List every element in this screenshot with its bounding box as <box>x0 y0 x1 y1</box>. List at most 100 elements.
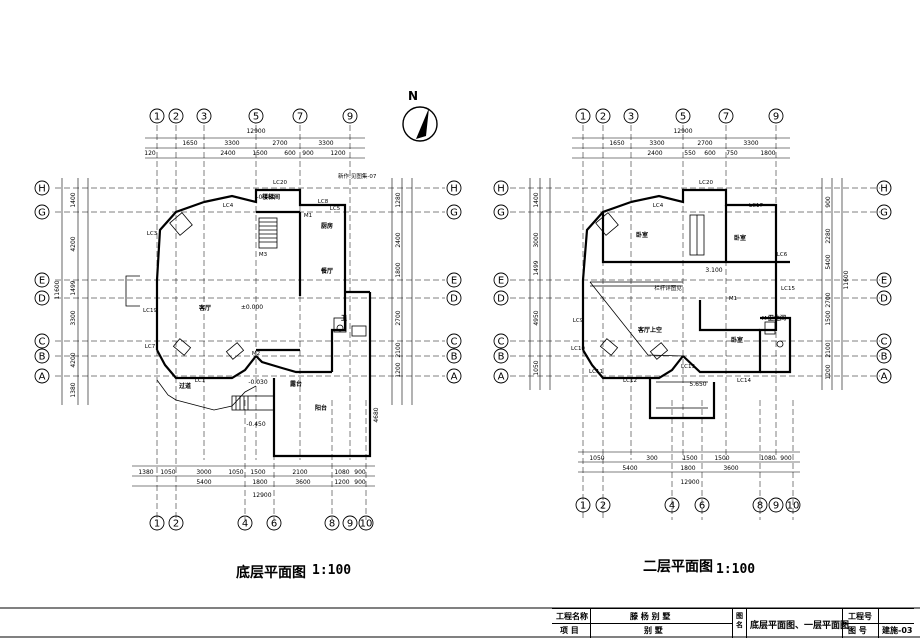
left-dim-top1-3: 3300 <box>318 140 333 147</box>
left-dim-top2-2: 600 <box>284 150 296 157</box>
left-axis-bottom-4-label: 4 <box>242 519 248 530</box>
left-axis-bottom-2-label: 2 <box>173 519 179 530</box>
left-axis-top-3-label: 3 <box>201 112 207 123</box>
right-tag-LC6-3: LC6 <box>777 252 788 258</box>
right-axis-bottom-10: 10 <box>785 497 801 513</box>
drawing-label: 图名 <box>736 612 743 629</box>
left-axis-top-7: 7 <box>292 108 308 124</box>
left-dim-bottom1-6: 1080 <box>334 469 349 476</box>
left-axis-right-D-label: D <box>450 294 458 305</box>
right-tag-LC4-1: LC4 <box>653 203 664 209</box>
left-room-6: 露台 <box>290 380 302 388</box>
left-axis-right-G: G <box>446 204 462 220</box>
right-axis-top-9-label: 9 <box>773 112 779 123</box>
right-dim-left-0: 1400 <box>533 192 540 207</box>
left-axis-left-A-label: A <box>39 372 46 383</box>
right-dim-bottom2-0: 5400 <box>622 465 637 472</box>
right-room-1: 卧室 <box>734 234 746 242</box>
left-axis-top-5: 5 <box>248 108 264 124</box>
right-tag-LC10-5: LC10 <box>571 346 585 352</box>
left-level-0: ±0.000 <box>241 304 263 311</box>
left-tag-M3-9: M3 <box>259 252 268 258</box>
left-axis-left-H: H <box>34 180 50 196</box>
right-axis-right-G-label: G <box>880 208 888 219</box>
left-dim-top2-3: 900 <box>302 150 314 157</box>
right-note: 栏杆详图见 <box>654 284 682 292</box>
right-tag-LC12-7: LC12 <box>623 378 637 384</box>
right-axis-left-A-label: A <box>498 372 505 383</box>
ground-floor-plan-scale: 1:100 <box>312 563 352 578</box>
right-tag-LC9-4: LC9 <box>573 318 584 324</box>
left-axis-top-1-label: 1 <box>154 112 160 123</box>
right-tag-LC15-10: LC15 <box>781 286 795 292</box>
right-axis-left-E: E <box>493 272 509 288</box>
right-dim-bottom1-4: 1080 <box>760 455 775 462</box>
left-dim-top2-0: 2400 <box>220 150 235 157</box>
right-room-3: 客厅上空 <box>637 326 662 334</box>
left-tag-LC8-10: LC8 <box>318 199 329 205</box>
right-axis-left-C: C <box>493 333 509 349</box>
left-axis-bottom-4: 4 <box>237 515 253 531</box>
left-dim-top2-4: 1200 <box>330 150 345 157</box>
left-room-7: 卫 <box>341 315 347 322</box>
drawing-value: 底层平面图、一层平面图 <box>750 621 850 631</box>
left-dim-right-0: 1280 <box>395 192 402 207</box>
right-axis-bottom-8: 8 <box>752 497 768 513</box>
left-room-1: 餐厅 <box>320 267 333 275</box>
right-axis-top-5: 5 <box>675 108 691 124</box>
right-dim-top1-0: 1650 <box>609 140 624 147</box>
left-tag-M1-7: M1 <box>304 213 312 219</box>
right-room-0: 卧室 <box>636 231 648 239</box>
right-tag-LC14-9: LC14 <box>737 378 751 384</box>
left-dim-bottom2-1: 1800 <box>252 479 267 486</box>
right-axis-right-E: E <box>876 272 892 288</box>
right-axis-right-B-label: B <box>881 352 888 363</box>
right-level-0: 3.100 <box>705 267 722 274</box>
right-dim-left-1: 3000 <box>533 232 540 247</box>
left-axis-right-E-label: E <box>451 276 457 287</box>
right-axis-left-H: H <box>493 180 509 196</box>
left-axis-top-1: 1 <box>149 108 165 124</box>
left-axis-right-A-label: A <box>451 372 458 383</box>
left-level-3: -0.450 <box>256 194 276 201</box>
left-dim-bottom1-2: 3000 <box>196 469 211 476</box>
right-tag-M4-12: M4 <box>762 316 771 322</box>
right-axis-bottom-2: 2 <box>595 497 611 513</box>
right-dim-bottom1-1: 300 <box>646 455 658 462</box>
left-dim-left-0: 1400 <box>70 192 77 207</box>
left-axis-top-9-label: 9 <box>347 112 353 123</box>
left-dim-left-5: 1380 <box>70 382 77 397</box>
right-axis-right-D-label: D <box>880 294 888 305</box>
left-axis-left-C-label: C <box>39 337 46 348</box>
left-axis-left-C: C <box>34 333 50 349</box>
left-dim-left-total: 11600 <box>54 280 61 299</box>
right-dim-top2-0: 2400 <box>647 150 662 157</box>
left-axis-right-H: H <box>446 180 462 196</box>
right-axis-right-C-label: C <box>881 337 888 348</box>
left-axis-right-D: D <box>446 290 462 306</box>
right-dim-top2-1: 550 <box>684 150 696 157</box>
left-dim-bottom1-7: 900 <box>354 469 366 476</box>
left-axis-bottom-10: 10 <box>358 515 374 531</box>
right-axis-top-1: 1 <box>575 108 591 124</box>
right-dim-left-4: 1050 <box>533 360 540 375</box>
right-axis-left-C-label: C <box>498 337 505 348</box>
left-axis-bottom-9-label: 9 <box>347 519 353 530</box>
job-no-label: 工程号 <box>848 612 872 621</box>
right-dim-right-5: 2100 <box>825 342 832 357</box>
right-dim-right-0: 900 <box>825 196 832 208</box>
north-arrow-icon: N <box>402 89 438 142</box>
left-dim-right-2: 1800 <box>395 262 402 277</box>
left-axis-left-D: D <box>34 290 50 306</box>
left-note: 新作:见图集-07 <box>338 172 377 180</box>
project-name-label: 工程名称 <box>556 612 588 621</box>
right-dim-right-4: 2700 <box>825 292 832 307</box>
left-tag-LC19-4: LC19 <box>143 308 157 314</box>
right-tag-LC13-8: LC13 <box>681 364 695 370</box>
left-dim-left-2: 1499 <box>70 280 77 295</box>
left-axis-left-E-label: E <box>39 276 45 287</box>
right-room-2: 卧室 <box>731 336 743 344</box>
left-axis-left-G: G <box>34 204 50 220</box>
right-axis-right-H: H <box>876 180 892 196</box>
